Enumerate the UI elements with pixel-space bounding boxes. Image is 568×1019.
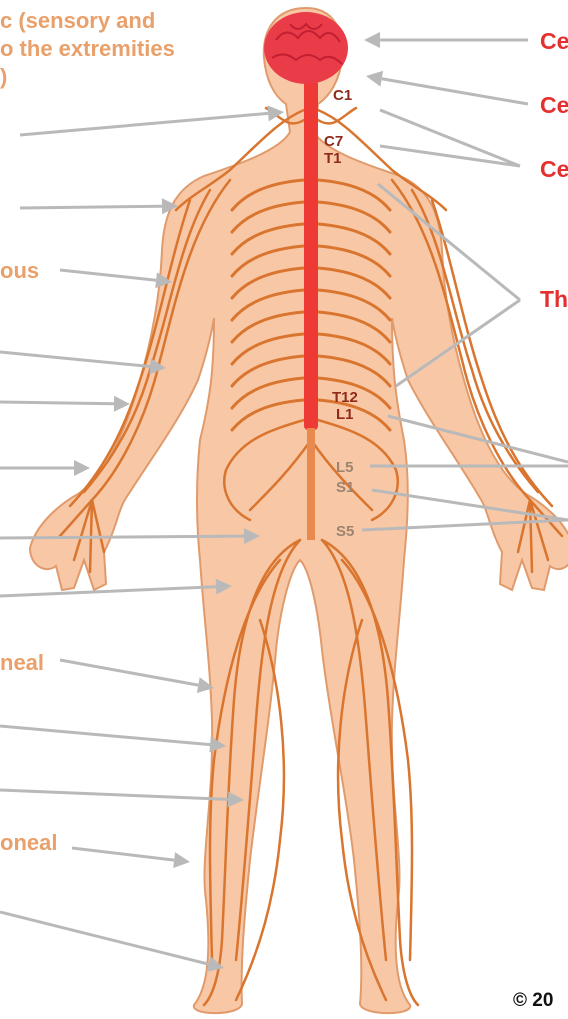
- pointer-line: [0, 352, 150, 366]
- pointer-arrowhead: [173, 852, 190, 868]
- body-silhouette: [30, 8, 568, 1013]
- spinal-cord: [304, 80, 318, 430]
- pointer-line: [0, 536, 244, 538]
- segment-s5: S5: [336, 524, 354, 539]
- segment-l1: L1: [336, 407, 354, 422]
- label-peroneal: neal: [0, 650, 44, 676]
- pointer-line: [382, 79, 528, 104]
- leader-line: [380, 110, 520, 166]
- pointer-arrowhead: [74, 460, 90, 476]
- label-somatic-line1: c (sensory and: [0, 8, 155, 34]
- label-cutaneous: ous: [0, 258, 39, 284]
- segment-c7: C7: [324, 134, 343, 149]
- pointer-line: [0, 587, 216, 596]
- pointer-line: [0, 912, 208, 964]
- pointer-line: [0, 402, 114, 404]
- copyright-notice: © 20: [513, 990, 553, 1012]
- label-cerebellum: Ce: [540, 92, 568, 119]
- label-thoracic: Th: [540, 286, 568, 313]
- segment-l5: L5: [336, 460, 354, 475]
- segment-c1: C1: [333, 88, 352, 103]
- pointer-line: [72, 848, 174, 860]
- segment-s1: S1: [336, 480, 354, 495]
- pointer-arrowhead: [114, 396, 130, 412]
- label-cerebrum: Ce: [540, 28, 568, 55]
- label-cervical: Ce: [540, 156, 568, 183]
- pointer-line: [60, 660, 198, 685]
- pointer-line: [0, 790, 228, 799]
- nerve-path: [318, 108, 356, 123]
- pointer-line: [20, 113, 268, 135]
- label-peroneal-2: oneal: [0, 830, 57, 856]
- pointer-arrowhead: [366, 71, 383, 87]
- label-somatic-line3: ): [0, 64, 7, 90]
- pointer-line: [20, 206, 162, 208]
- segment-t12: T12: [332, 390, 358, 405]
- pointer-line: [60, 270, 156, 280]
- pointer-line: [0, 726, 210, 745]
- pointer-arrowhead: [364, 32, 380, 48]
- label-somatic-line2: o the extremities: [0, 36, 175, 62]
- segment-t1: T1: [324, 151, 342, 166]
